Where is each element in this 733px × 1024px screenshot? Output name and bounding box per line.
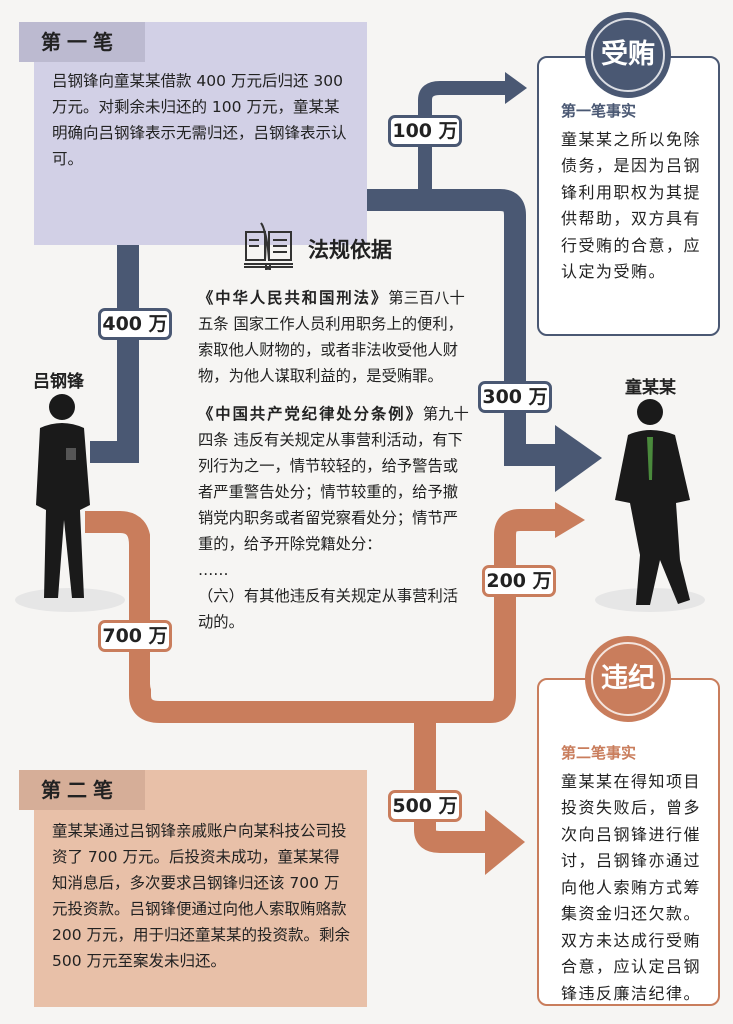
party-regulation-item6: （六）有其他违反有关规定从事营利活动的。 bbox=[198, 587, 459, 631]
navy-branch-path bbox=[418, 81, 505, 200]
criminal-law-text: 第三百八十五条 国家工作人员利用职务上的便利，索取他人财物的，或者非法收受他人财… bbox=[198, 289, 465, 385]
law-box bbox=[150, 212, 493, 700]
case1-text: 吕钢锋向童某某借款 400 万元后归还 300 万元。对剩余未归还的 100 万… bbox=[52, 72, 347, 168]
person-tong-silhouette bbox=[615, 399, 690, 605]
amount-500: 500 万 bbox=[388, 790, 462, 822]
book-icon bbox=[243, 220, 295, 274]
case1-tab: 第一笔 bbox=[19, 22, 145, 62]
arrow-to-fact2 bbox=[485, 810, 525, 875]
fact2-badge: 违纪 bbox=[585, 636, 671, 722]
fact1-title: 第一笔事实 bbox=[561, 102, 637, 120]
criminal-law-title: 《中华人民共和国刑法》 bbox=[198, 289, 389, 307]
party-regulation-text: 第九十四条 违反有关规定从事营利活动，有下列行为之一，情节较轻的，给予警告或者严… bbox=[198, 405, 469, 553]
orange-flow-path bbox=[85, 509, 555, 723]
ellipsis: …… bbox=[198, 561, 229, 579]
case2-text: 童某某通过吕钢锋亲戚账户向某科技公司投资了 700 万元。后投资未成功，童某某得… bbox=[52, 822, 351, 970]
person-tong-name: 童某某 bbox=[625, 378, 676, 398]
party-regulation-title: 《中国共产党纪律处分条例》 bbox=[198, 405, 423, 423]
amount-100: 100 万 bbox=[388, 115, 462, 147]
amount-200: 200 万 bbox=[482, 565, 556, 597]
arrow-to-fact1 bbox=[505, 72, 527, 104]
fact2-text: 童某某在得知项目投资失败后，曾多次向吕钢锋进行催讨，吕钢锋亦通过向他人索贿方式筹… bbox=[561, 771, 702, 1003]
amount-300: 300 万 bbox=[478, 381, 552, 413]
fact1-card: 第一笔事实 童某某之所以免除债务，是因为吕钢锋利用职权为其提供帮助，双方具有行受… bbox=[537, 56, 720, 336]
arrow-to-tong bbox=[555, 425, 602, 492]
law-title: 法规依据 bbox=[308, 238, 392, 262]
orange-branch-path bbox=[414, 712, 500, 853]
person-lv-shadow bbox=[15, 588, 125, 612]
fact1-text: 童某某之所以免除债务，是因为吕钢锋利用职权为其提供帮助，双方具有行受贿的合意，应… bbox=[561, 129, 702, 282]
case2-tab: 第二笔 bbox=[19, 770, 145, 810]
fact1-badge: 受贿 bbox=[585, 12, 671, 98]
person-lv-silhouette bbox=[36, 394, 90, 598]
law-text: 《中华人民共和国刑法》第三百八十五条 国家工作人员利用职务上的便利，索取他人财物… bbox=[198, 285, 470, 635]
amount-400: 400 万 bbox=[98, 308, 172, 340]
arrow-to-tong-2 bbox=[555, 502, 585, 538]
person-lv-name: 吕钢锋 bbox=[33, 372, 84, 392]
amount-700: 700 万 bbox=[98, 620, 172, 652]
fact2-card: 第二笔事实 童某某在得知项目投资失败后，曾多次向吕钢锋进行催讨，吕钢锋亦通过向他… bbox=[537, 678, 720, 1006]
fact2-title: 第二笔事实 bbox=[561, 744, 637, 762]
